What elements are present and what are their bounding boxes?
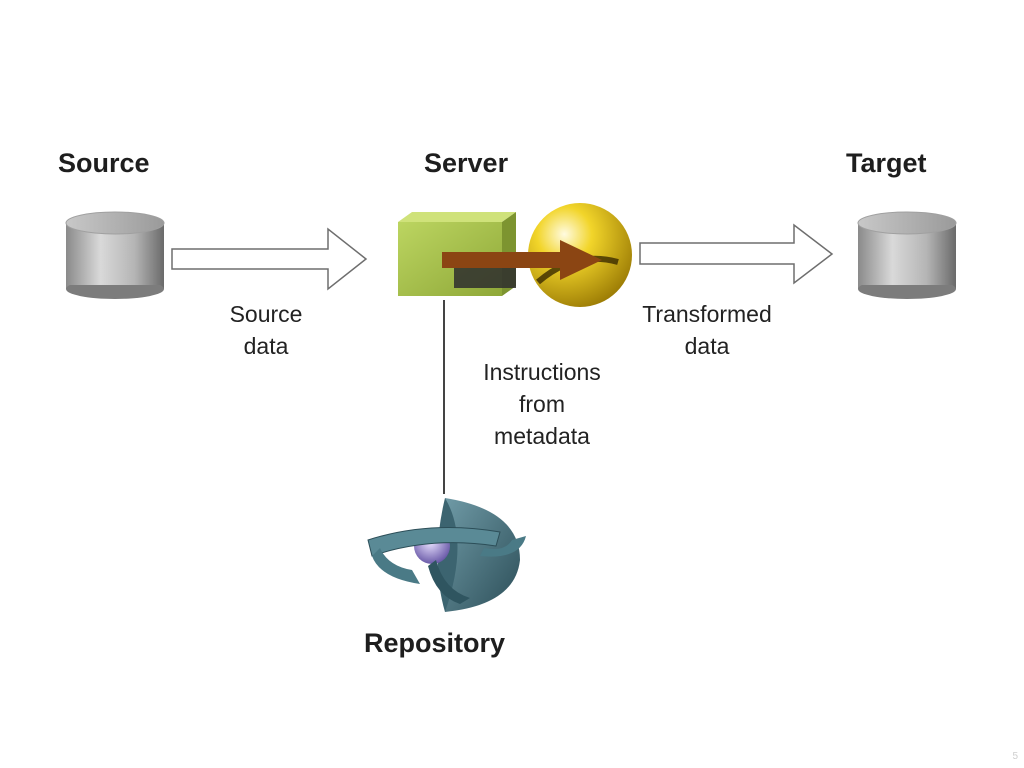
- source-data-caption-line-2: data: [243, 333, 289, 359]
- server-heading: Server: [424, 148, 509, 178]
- source-database-icon: [65, 211, 165, 299]
- transformed-data-caption-line-1: Transformed: [642, 301, 772, 327]
- page-number: 5: [1012, 751, 1018, 762]
- instructions-caption-line-2: from: [519, 391, 565, 417]
- instructions-caption-line-1: Instructions: [483, 359, 601, 385]
- target-heading: Target: [846, 148, 927, 178]
- source-data-caption: Source data: [196, 298, 336, 362]
- source-data-caption-line-1: Source: [229, 301, 303, 327]
- repository-globe-icon: [367, 498, 526, 612]
- source-heading: Source: [58, 148, 150, 178]
- instructions-caption-line-3: metadata: [494, 423, 590, 449]
- transformed-data-caption: Transformed data: [612, 298, 802, 362]
- instructions-caption: Instructions from metadata: [452, 356, 632, 452]
- target-database-icon: [857, 211, 957, 299]
- transformed-data-arrow: [639, 223, 834, 285]
- server-engine-icon: [398, 203, 632, 307]
- repository-heading: Repository: [364, 628, 506, 658]
- transformed-data-caption-line-2: data: [684, 333, 730, 359]
- source-data-arrow: [171, 227, 368, 291]
